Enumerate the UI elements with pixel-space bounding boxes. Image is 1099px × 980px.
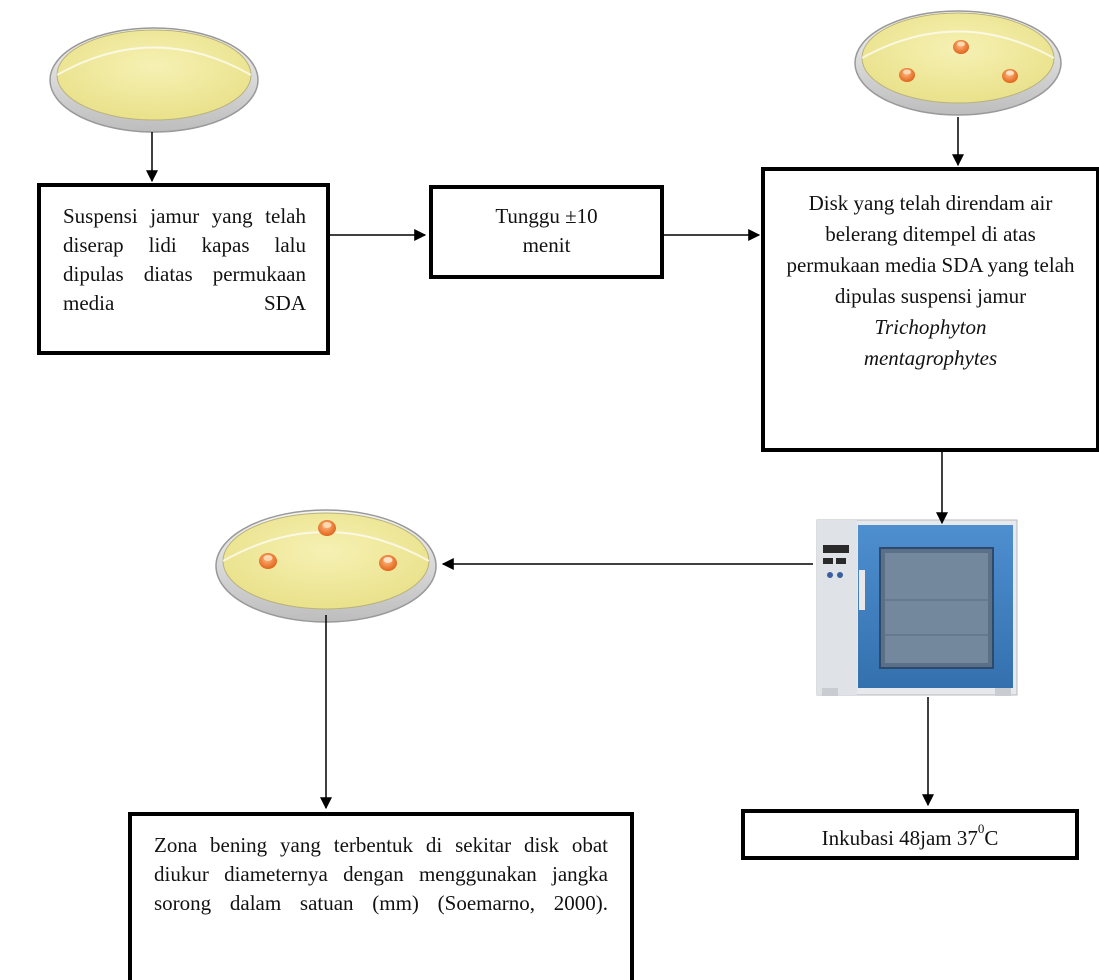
step1-text: Suspensi jamur yang telah diserap lidi k… (63, 204, 306, 315)
step4-text: Inkubasi 48jam 37 (821, 826, 978, 850)
petri-dish-empty-icon (49, 27, 259, 133)
petri-dish-with-disks-icon (215, 509, 437, 623)
step1-box: Suspensi jamur yang telah diserap lidi k… (37, 183, 330, 355)
step2-box: Tunggu ±10 menit (429, 185, 664, 279)
species-genus: Trichophyton (874, 315, 987, 339)
antifungal-disk-icon (259, 553, 277, 569)
step3-box: Disk yang telah direndam air belerang di… (761, 167, 1099, 452)
step4-unit: C (984, 826, 999, 850)
antifungal-disk-icon (953, 40, 969, 54)
step5-box: Zona bening yang terbentuk di sekitar di… (128, 812, 634, 980)
antifungal-disk-icon (318, 520, 336, 536)
incubator-icon (816, 519, 1018, 696)
antifungal-disk-icon (899, 68, 915, 82)
step2-text: Tunggu ±10 menit (495, 204, 598, 257)
petri-dish-with-disks-icon (854, 10, 1062, 116)
step4-box: Inkubasi 48jam 370C (741, 809, 1079, 860)
antifungal-disk-icon (379, 555, 397, 571)
degree-sup: 0 (977, 821, 985, 836)
species-epithet: mentagrophytes (863, 346, 998, 370)
step3-text: Disk yang telah direndam air belerang di… (786, 191, 1075, 308)
step5-text: Zona bening yang terbentuk di sekitar di… (154, 833, 608, 915)
antifungal-disk-icon (1002, 69, 1018, 83)
